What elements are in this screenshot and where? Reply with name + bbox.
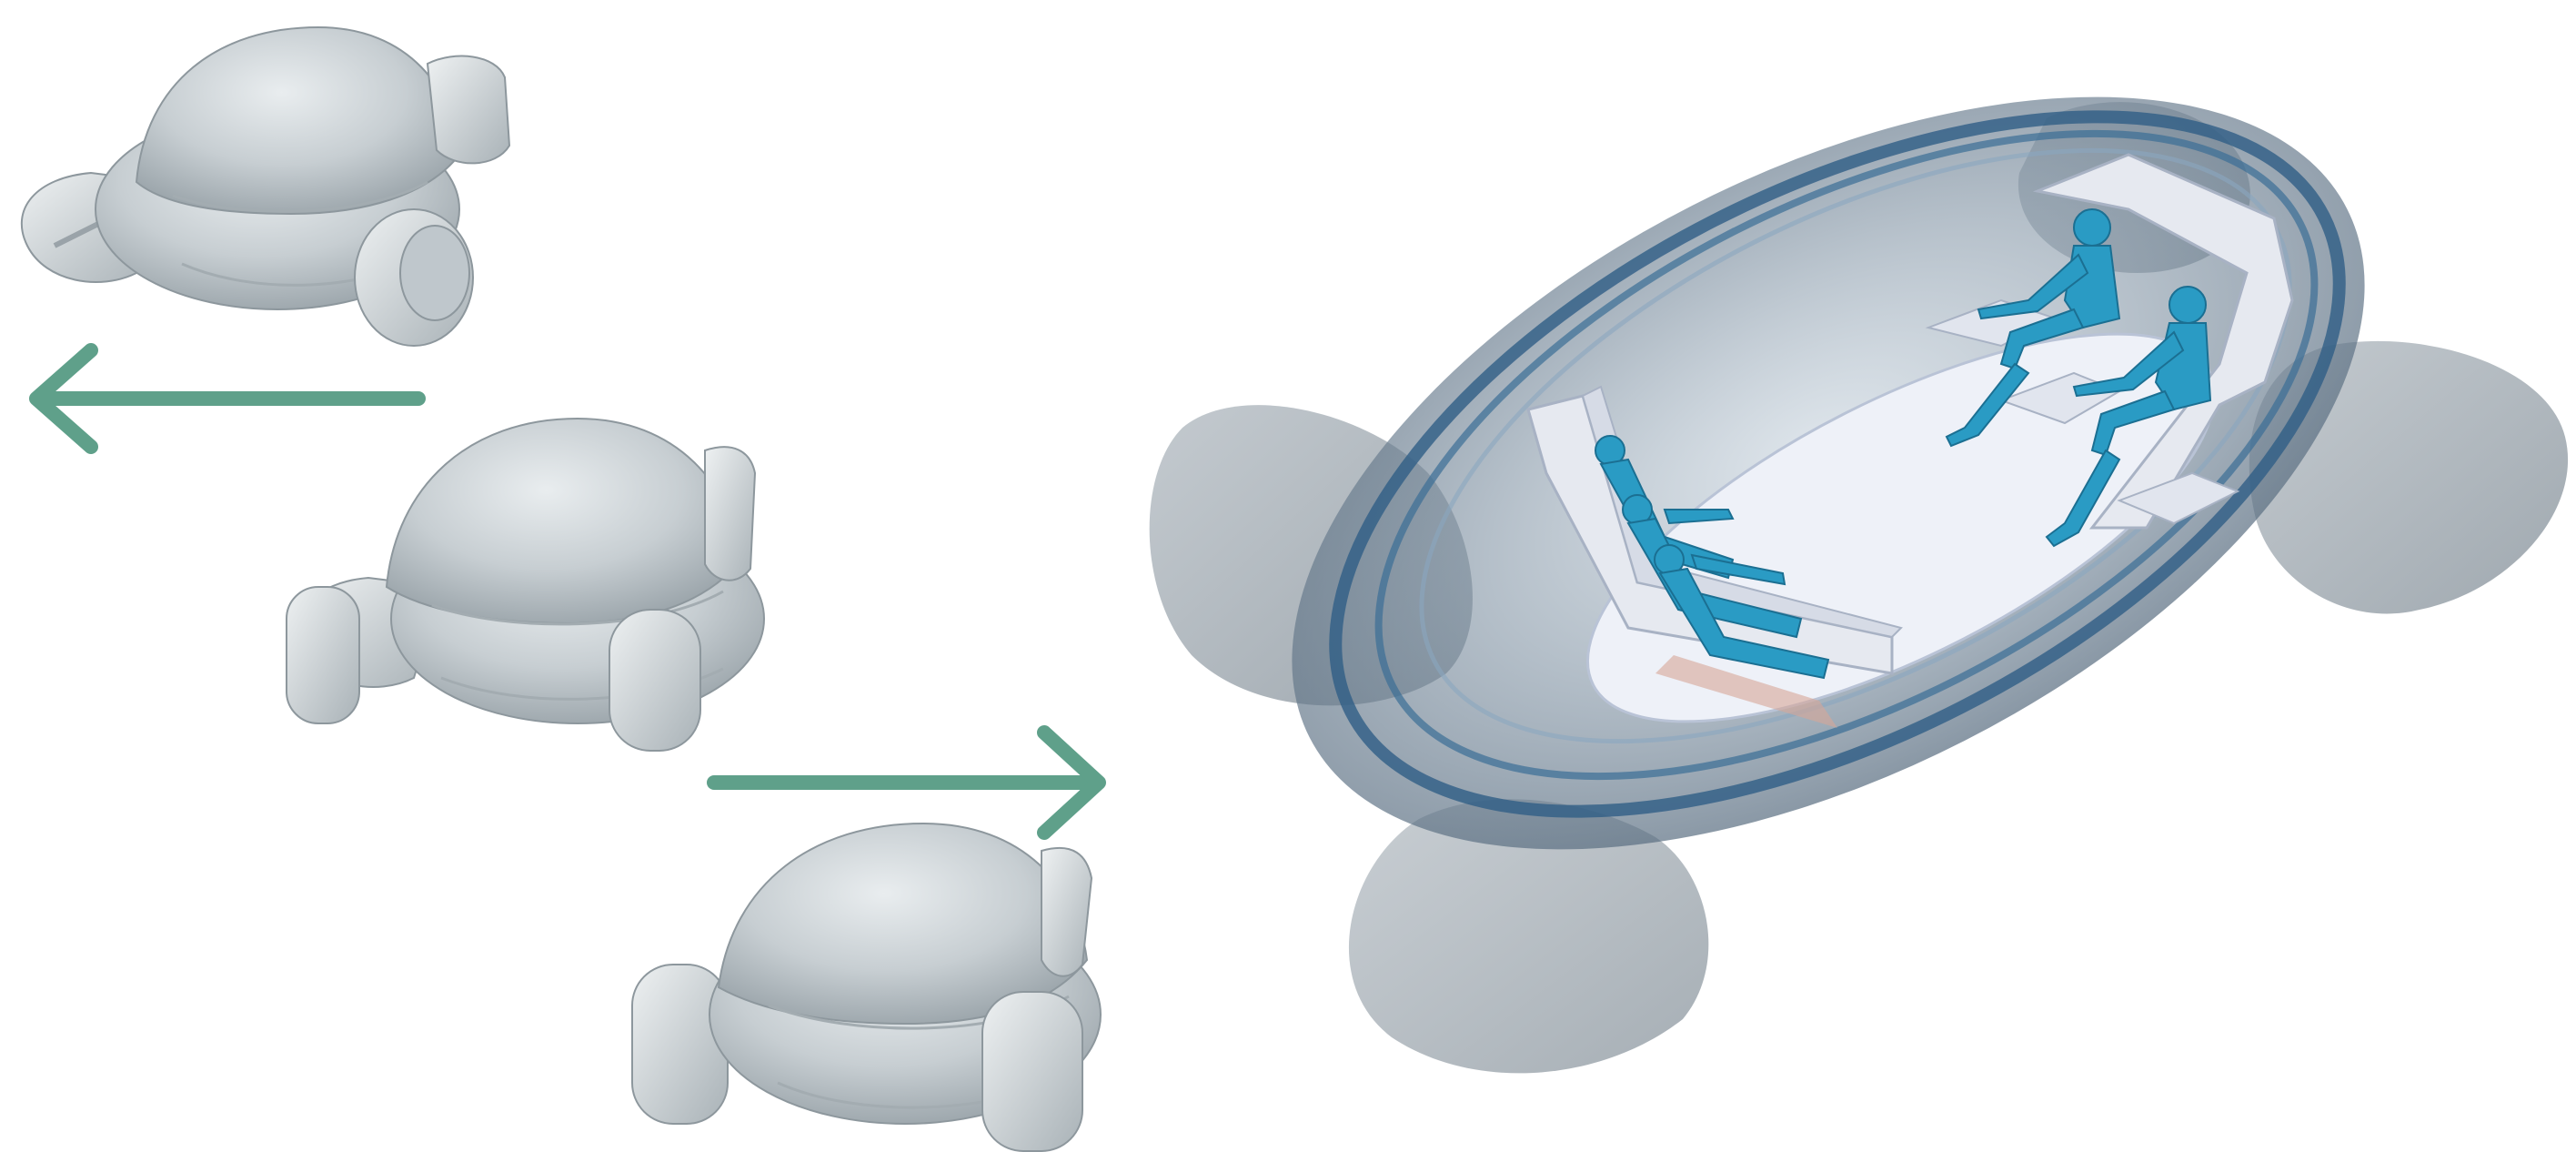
vehicle-cutaway-interior — [1149, 96, 2569, 1074]
passenger-figure — [2045, 286, 2212, 548]
arrow-right-icon — [707, 725, 1106, 840]
vehicle-pod-top-left — [20, 25, 511, 347]
arrow-left-icon — [29, 343, 426, 454]
vehicle-pod-middle — [286, 417, 765, 752]
vehicle-pod-bottom — [631, 822, 1102, 1152]
passenger-figure — [1654, 544, 1830, 680]
passenger-figure — [1945, 208, 2121, 448]
